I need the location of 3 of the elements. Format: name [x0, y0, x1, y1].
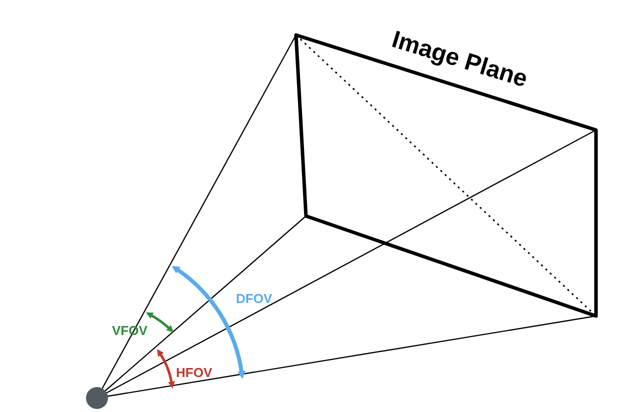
plane-title: Image Plane: [388, 28, 530, 92]
angle-label: HFOV: [176, 366, 212, 379]
angle-label: DFOV: [236, 292, 272, 305]
